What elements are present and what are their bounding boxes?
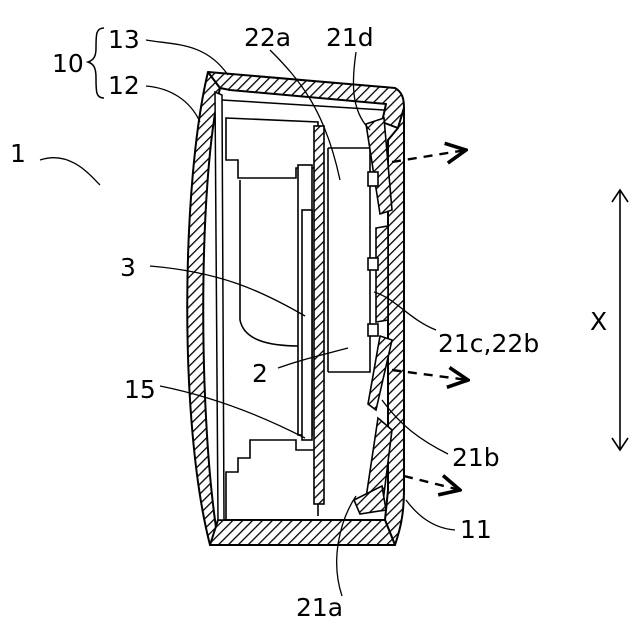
emission-arrow-bottom [404, 476, 460, 490]
label-21d: 21d [326, 23, 374, 52]
label-22a: 22a [244, 23, 291, 52]
label-1: 1 [10, 139, 26, 168]
label-x: X [590, 307, 607, 336]
direction-x-arrow [612, 190, 628, 450]
label-21b: 21b [452, 443, 500, 472]
lens-elements [354, 118, 392, 514]
label-21a: 21a [296, 593, 343, 622]
leader-22a [270, 50, 340, 180]
lens-21c [376, 226, 388, 322]
leader-1 [40, 158, 100, 185]
label-12: 12 [108, 71, 140, 100]
label-3: 3 [120, 253, 136, 282]
leader-15 [160, 386, 305, 438]
leader-3 [150, 266, 305, 316]
bottom-wall [210, 520, 395, 545]
top-wall [208, 72, 404, 128]
leader-13 [146, 40, 228, 75]
leader-12 [146, 86, 200, 122]
brace-10 [88, 28, 104, 98]
label-2: 2 [252, 359, 268, 388]
leader-11 [406, 500, 455, 530]
light-unit-2 [328, 148, 370, 372]
label-11: 11 [460, 515, 492, 544]
label-10: 10 [52, 49, 84, 78]
substrate-15 [314, 126, 324, 504]
display-module-3 [298, 165, 312, 440]
label-15: 15 [124, 375, 156, 404]
leader-2 [278, 348, 348, 368]
label-13: 13 [108, 25, 140, 54]
label-21c-22b: 21c,22b [438, 329, 539, 358]
